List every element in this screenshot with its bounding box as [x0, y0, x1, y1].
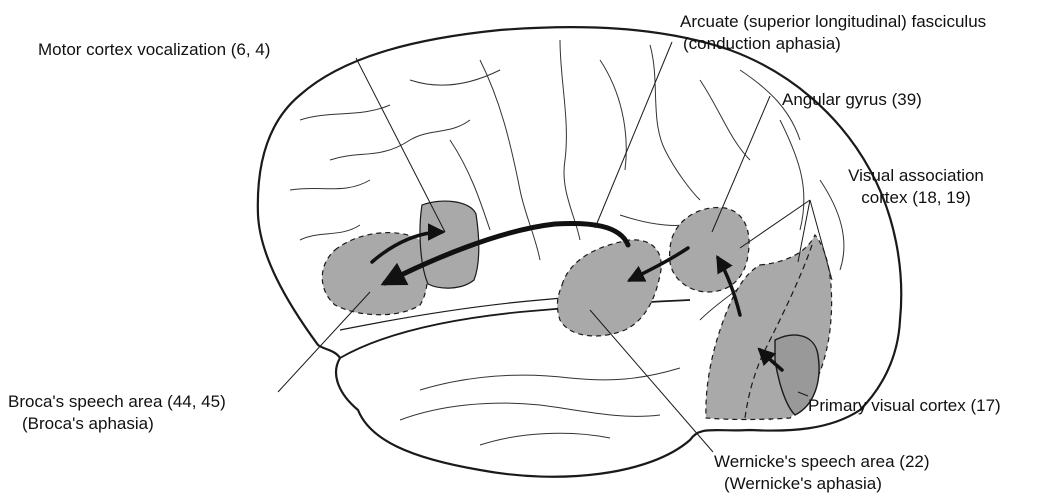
primary-visual-label: Primary visual cortex (17) — [808, 396, 1001, 416]
visual-association-label-line2: cortex (18, 19) — [816, 188, 1016, 208]
broca-label-line1: Broca's speech area (44, 45) — [8, 392, 226, 412]
arcuate-label-line2: (conduction aphasia) — [683, 34, 841, 54]
arcuate-label-line1: Arcuate (superior longitudinal) fascicul… — [680, 12, 986, 32]
wernicke-label-line1: Wernicke's speech area (22) — [714, 452, 930, 472]
motor-cortex-label: Motor cortex vocalization (6, 4) — [38, 40, 270, 60]
wernicke-label-line2: (Wernicke's aphasia) — [724, 474, 882, 494]
broca-label-line2: (Broca's aphasia) — [22, 414, 154, 434]
angular-gyrus-label: Angular gyrus (39) — [782, 90, 922, 110]
visual-association-label-line1: Visual association — [816, 166, 1016, 186]
